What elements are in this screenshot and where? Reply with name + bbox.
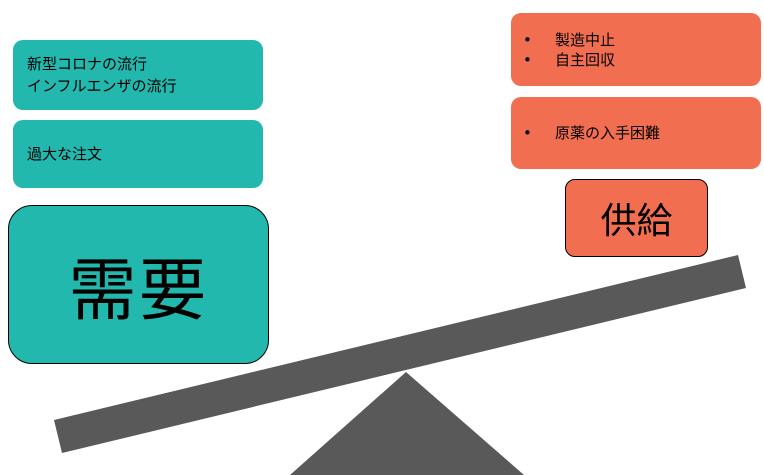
demand-box: 需要 (8, 205, 269, 364)
demand-reason-line: 過大な注文 (27, 145, 103, 163)
supply-reason-list: 原薬の入手困難 (511, 123, 660, 143)
demand-reason-line: インフルエンザの流行 (27, 77, 177, 95)
seesaw-beam (54, 255, 746, 453)
supply-reason-item: 自主回収 (511, 50, 615, 70)
supply-box: 供給 (565, 179, 708, 257)
supply-reason-item: 原薬の入手困難 (511, 123, 660, 143)
supply-reason-item: 製造中止 (511, 30, 615, 50)
demand-reason-box-1: 新型コロナの流行 インフルエンザの流行 (13, 40, 263, 110)
supply-reason-box-2: 原薬の入手困難 (511, 97, 761, 169)
fulcrum-triangle (290, 372, 524, 475)
demand-reason-line: 新型コロナの流行 (27, 55, 148, 73)
supply-reason-list: 製造中止 自主回収 (511, 30, 615, 70)
demand-reason-box-2: 過大な注文 (13, 120, 263, 188)
supply-reason-box-1: 製造中止 自主回収 (511, 13, 761, 86)
